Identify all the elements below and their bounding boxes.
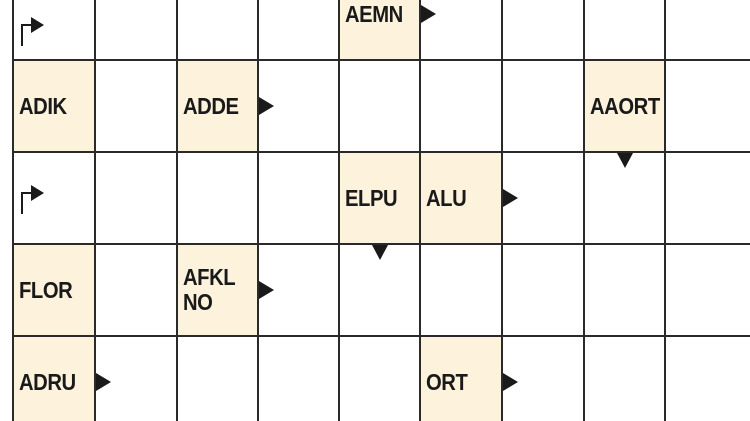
clue-text: ORT — [426, 368, 468, 395]
clue-cell: ADIK — [13, 60, 95, 152]
clue-text: AAORT — [590, 92, 660, 119]
grid-cell-r3-c8[interactable] — [665, 244, 747, 336]
grid-cell-r0-c3[interactable] — [258, 0, 339, 60]
grid-cell-r1-c1[interactable] — [95, 60, 177, 152]
clue-text: ALU — [426, 184, 467, 211]
clue-cell: AFKL NO — [177, 244, 258, 336]
arrow-right-icon — [259, 281, 274, 299]
clue-cell: ADDE — [177, 60, 258, 152]
arrow-right-icon — [259, 97, 274, 115]
grid-cell-r0-c1[interactable] — [95, 0, 177, 60]
grid-line-vertical — [12, 0, 14, 421]
grid-cell-r0-c6[interactable] — [502, 0, 584, 60]
grid-line-horizontal — [13, 243, 750, 245]
grid-cell-r1-c6[interactable] — [502, 60, 584, 152]
clue-text: AFKL NO — [183, 264, 236, 315]
clue-text: ELPU — [345, 184, 398, 211]
grid-line-horizontal — [13, 151, 750, 153]
clue-text: FLOR — [19, 276, 73, 303]
grid-cell-r4-c8[interactable] — [665, 336, 747, 421]
grid-line-vertical — [664, 0, 666, 421]
grid-cell-r2-c1[interactable] — [95, 152, 177, 244]
grid-cell-r0-c2[interactable] — [177, 0, 258, 60]
clue-cell: ELPU — [339, 152, 420, 244]
clue-cell: ALU — [420, 152, 502, 244]
grid-line-vertical — [176, 0, 178, 421]
grid-cell-r4-c7[interactable] — [584, 336, 665, 421]
grid-line-vertical — [94, 0, 96, 421]
grid-line-vertical — [501, 0, 503, 421]
grid-line-vertical — [583, 0, 585, 421]
grid-line-horizontal — [13, 59, 750, 61]
grid-cell-r2-c3[interactable] — [258, 152, 339, 244]
grid-cell-r0-c0[interactable] — [13, 0, 95, 60]
arrow-right-icon — [96, 373, 111, 391]
arrow-right-icon — [503, 373, 518, 391]
clue-text: ADIK — [19, 92, 67, 119]
clue-text: ADDE — [183, 92, 239, 119]
grid-cell-r1-c8[interactable] — [665, 60, 747, 152]
grid-cell-r0-c8[interactable] — [665, 0, 747, 60]
clue-cell: AAORT — [584, 60, 665, 152]
arrow-down-icon — [371, 245, 388, 260]
clue-text: ADRU — [19, 368, 76, 395]
grid-cell-r4-c2[interactable] — [177, 336, 258, 421]
bent-arrow-icon — [21, 185, 44, 214]
grid-cell-r1-c4[interactable] — [339, 60, 420, 152]
grid-cell-r0-c7[interactable] — [584, 0, 665, 60]
arrow-right-icon — [503, 189, 518, 207]
grid-cell-r4-c3[interactable] — [258, 336, 339, 421]
grid-cell-r2-c8[interactable] — [665, 152, 747, 244]
arrow-right-icon — [421, 5, 436, 23]
arrow-down-icon — [616, 153, 633, 168]
grid-cell-r3-c1[interactable] — [95, 244, 177, 336]
grid-cell-r4-c4[interactable] — [339, 336, 420, 421]
grid-cell-r3-c7[interactable] — [584, 244, 665, 336]
grid-line-vertical — [419, 0, 421, 421]
clue-cell: FLOR — [13, 244, 95, 336]
clue-cell: ADRU — [13, 336, 95, 421]
grid-cell-r2-c2[interactable] — [177, 152, 258, 244]
grid-cell-r3-c5[interactable] — [420, 244, 502, 336]
bent-arrow-icon — [21, 17, 44, 46]
grid-line-horizontal — [13, 335, 750, 337]
clue-cell: AEMN — [339, 0, 420, 60]
clue-text: AEMN — [345, 0, 403, 27]
grid-cell-r2-c0[interactable] — [13, 152, 95, 244]
grid-line-vertical — [257, 0, 259, 421]
grid-line-vertical — [338, 0, 340, 421]
clue-cell: ORT — [420, 336, 502, 421]
grid-cell-r1-c5[interactable] — [420, 60, 502, 152]
grid-cell-r3-c6[interactable] — [502, 244, 584, 336]
